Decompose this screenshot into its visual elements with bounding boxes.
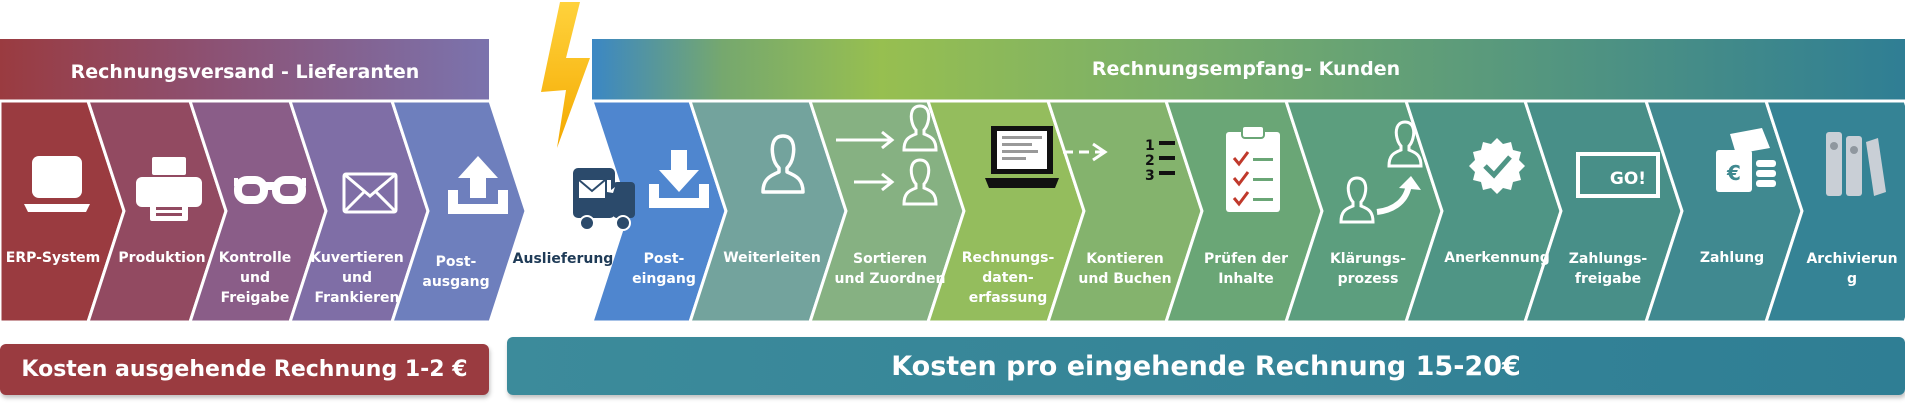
receiver-step-label: Anerkennung	[1444, 250, 1550, 266]
go-sign-icon: GO!	[1576, 152, 1660, 198]
receiver-step-label: Klärungs-	[1330, 251, 1406, 267]
receiver-step-label: Kontieren	[1086, 251, 1164, 267]
question-persons-icon	[1339, 120, 1423, 224]
receiver-step-label: Weiterleiten	[723, 250, 821, 266]
receiver-step-label: und Buchen	[1078, 271, 1171, 287]
receiver-step-label: Sortieren	[853, 251, 927, 267]
receiver-step-label: freigabe	[1575, 271, 1641, 287]
sender-step-label: und	[342, 270, 372, 286]
checklist-clipboard-icon	[1226, 125, 1280, 212]
sender-cost-bar: Kosten ausgehende Rechnung 1-2 €	[0, 344, 489, 395]
receiver-step-label: eingang	[632, 271, 696, 287]
receiver-step-label: Rechnungs-	[962, 250, 1055, 266]
lightning-bolt-icon	[541, 2, 590, 148]
laptop-data-icon	[985, 126, 1108, 188]
envelope-icon	[342, 172, 398, 214]
receiver-step-label: Zahlungs-	[1569, 251, 1648, 267]
receiver-step-label: Inhalte	[1218, 271, 1274, 287]
sender-step-label: ERP-System	[6, 250, 101, 266]
list-number-1: 1	[1145, 138, 1155, 154]
numbered-list-icon: 1 2 3	[1145, 138, 1175, 184]
money-icon: €	[1716, 128, 1776, 192]
laptop-icon	[24, 156, 90, 212]
receiver-step-label: Post-	[644, 251, 685, 267]
sort-persons-icon	[836, 104, 938, 206]
binders-icon	[1826, 132, 1886, 196]
euro-symbol: €	[1726, 161, 1741, 185]
receiver-step-label: daten-	[982, 270, 1034, 286]
list-number-2: 2	[1145, 153, 1155, 169]
sender-step-label: Freigabe	[221, 290, 290, 306]
sender-step-label: Frankieren	[315, 290, 400, 306]
receiver-header	[592, 39, 1905, 101]
receiver-process-steps	[589, 99, 1905, 324]
printer-icon	[136, 157, 202, 221]
receiver-step-label: g	[1847, 271, 1857, 287]
list-number-3: 3	[1145, 168, 1155, 184]
delivery-label: Auslieferung	[513, 251, 614, 267]
sender-step-label: Kontrolle	[219, 250, 292, 266]
receiver-cost-bar: Kosten pro eingehende Rechnung 15-20€	[507, 337, 1905, 395]
sender-step-label: und	[240, 270, 270, 286]
receiver-step-label: prozess	[1338, 271, 1399, 287]
person-icon	[761, 134, 805, 194]
download-tray-icon	[649, 150, 709, 208]
receiver-step-label: erfassung	[969, 290, 1048, 306]
receiver-step-label: Archivierun	[1806, 251, 1897, 267]
receiver-step-label: Zahlung	[1700, 250, 1764, 266]
sender-header	[0, 39, 489, 101]
receiver-step-label: und Zuordnen	[835, 271, 946, 287]
approval-badge-icon	[1469, 138, 1525, 194]
glasses-icon	[234, 176, 306, 204]
mail-truck-icon	[573, 168, 635, 231]
sender-process-steps	[0, 99, 528, 324]
sender-header-title: Rechnungsversand - Lieferanten	[71, 61, 420, 83]
sender-step-label: ausgang	[422, 274, 489, 290]
upload-tray-icon	[448, 156, 508, 214]
receiver-header-title: Rechnungsempfang- Kunden	[1092, 58, 1400, 80]
sender-step-label: Kuvertieren	[310, 250, 403, 266]
sender-step-label: Post-	[436, 254, 477, 270]
receiver-step-label: Prüfen der	[1204, 251, 1288, 267]
go-sign-text: GO!	[1610, 169, 1646, 189]
sender-step-label: Produktion	[118, 250, 205, 266]
